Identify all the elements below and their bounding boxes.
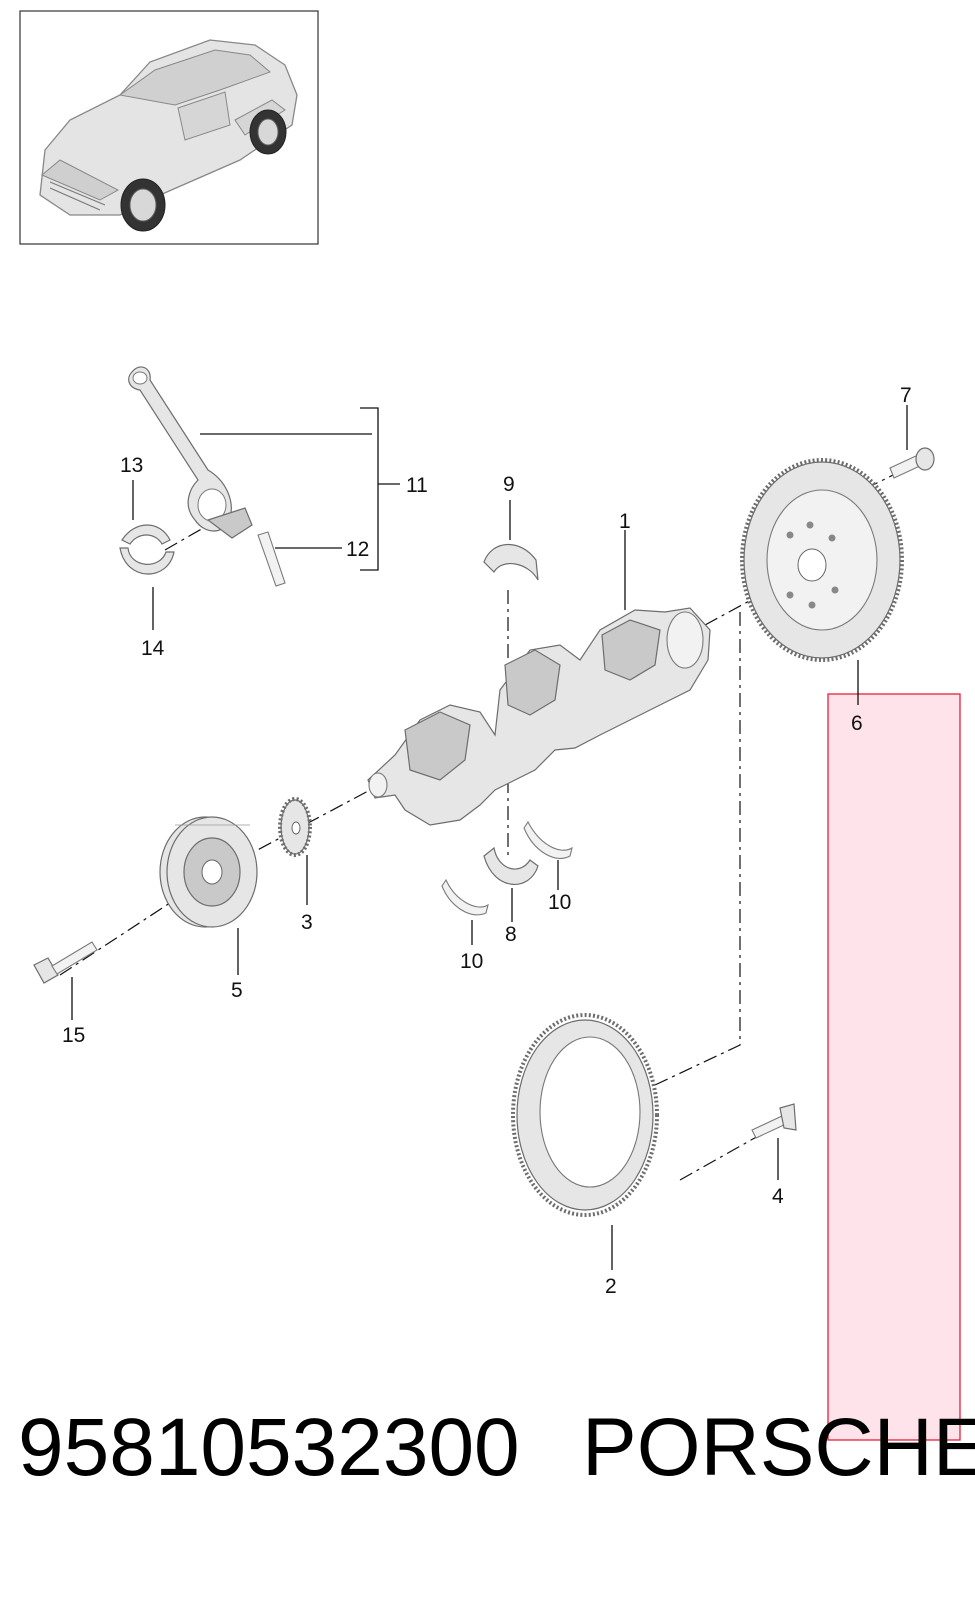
callout-1: 1	[619, 510, 631, 533]
trigger-ring[interactable]	[511, 1013, 659, 1217]
thrust-washer-left[interactable]	[441, 878, 489, 916]
flywheel[interactable]	[740, 458, 904, 662]
callout-4: 4	[772, 1185, 784, 1208]
callout-10-right: 10	[548, 891, 571, 914]
callout-3: 3	[301, 911, 313, 934]
crankshaft-sprocket[interactable]	[278, 797, 312, 857]
vibration-damper[interactable]	[159, 816, 258, 928]
bearing-shell-upper-rod[interactable]	[121, 524, 171, 545]
leader-lines	[71, 405, 908, 1270]
vehicle-thumbnail-icon	[39, 39, 298, 232]
callout-11: 11	[406, 474, 428, 497]
callout-14: 14	[141, 637, 165, 660]
callout-labels: 1 2 3 4 5 6 7 8 9 10 10 11 12 13 14 15	[62, 384, 912, 1298]
main-bearing-upper[interactable]	[483, 543, 539, 581]
vehicle-thumbnail[interactable]	[19, 10, 319, 245]
part-number: 95810532300	[18, 1402, 520, 1493]
callout-9: 9	[503, 473, 515, 496]
flywheel-bolt[interactable]	[889, 447, 935, 479]
callout-6: 6	[851, 712, 863, 735]
brand-name: PORSCHE	[582, 1402, 975, 1493]
countersunk-screw[interactable]	[751, 1103, 797, 1139]
callout-8: 8	[505, 923, 517, 946]
callout-12: 12	[346, 538, 369, 561]
callout-10-left: 10	[460, 950, 483, 973]
highlight-box	[827, 693, 961, 1441]
callout-13: 13	[120, 454, 143, 477]
callout-5: 5	[231, 979, 243, 1002]
main-bearing-lower[interactable]	[483, 846, 539, 885]
callout-7: 7	[900, 384, 912, 407]
callout-2: 2	[605, 1275, 617, 1298]
bearing-shell-lower-rod[interactable]	[119, 547, 175, 575]
group-bracket	[200, 407, 400, 571]
crankshaft[interactable]	[367, 607, 711, 826]
callout-15: 15	[62, 1024, 85, 1047]
central-bolt[interactable]	[33, 941, 98, 984]
thrust-washer-right[interactable]	[523, 820, 573, 860]
footer-caption: 95810532300 PORSCHE	[18, 1402, 975, 1493]
connecting-rod[interactable]	[128, 366, 286, 587]
